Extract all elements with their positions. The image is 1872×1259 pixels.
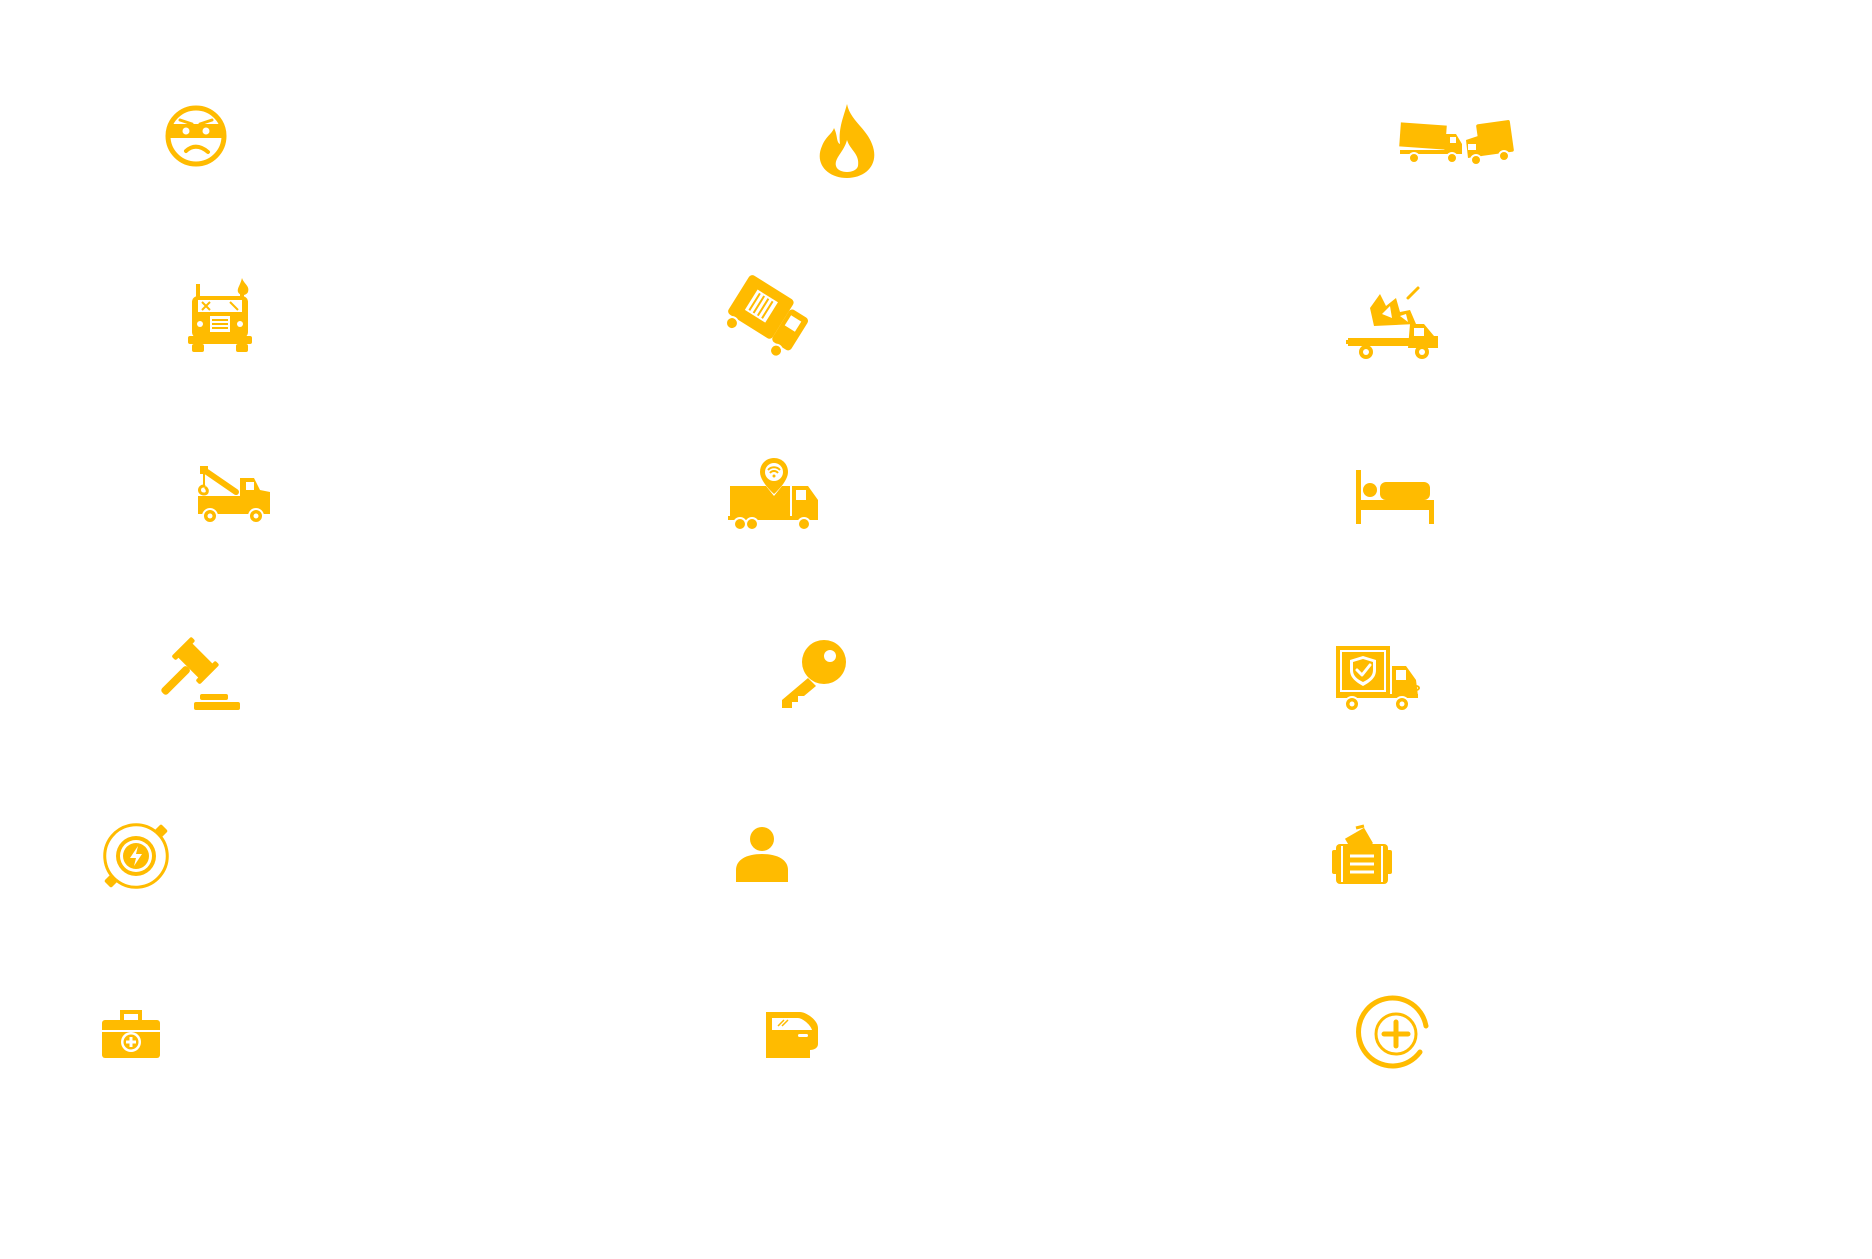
vehicle-collision-icon [1399, 120, 1514, 168]
tow-truck-icon [196, 464, 272, 524]
add-circle-icon[interactable] [1356, 995, 1434, 1072]
robber-mask-face-icon [164, 104, 228, 168]
bed-icon [1356, 470, 1434, 524]
fire-flame-icon [814, 102, 880, 180]
person-icon [736, 826, 788, 882]
toolbox-icon [1332, 824, 1392, 884]
electric-charge-cycle-icon [102, 822, 170, 890]
gavel-icon [160, 636, 240, 710]
key-icon [778, 640, 848, 708]
semi-truck-fire-icon [188, 276, 252, 354]
debris-truck-icon [1346, 284, 1440, 362]
protected-cargo-truck-icon [1336, 646, 1420, 712]
car-door-icon [764, 1010, 820, 1058]
overturned-truck-icon [724, 275, 816, 358]
truck-gps-tracking-icon [728, 456, 820, 532]
medical-kit-icon [102, 1010, 160, 1058]
